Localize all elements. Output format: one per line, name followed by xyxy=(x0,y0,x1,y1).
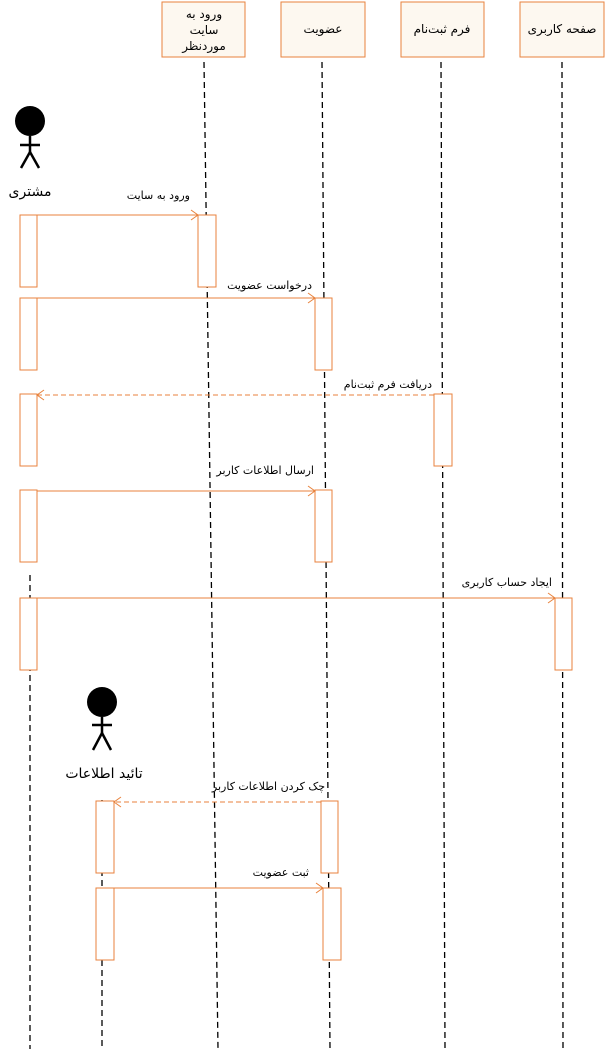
activation-customer-2 xyxy=(19,297,38,371)
activation-p1-1 xyxy=(197,214,217,288)
message-4-label: ارسال اطلاعات کاربر xyxy=(215,464,314,477)
message-1: ورود به سایت xyxy=(37,189,199,221)
message-2-label: درخواست عضویت xyxy=(227,279,312,292)
activation-p2-3 xyxy=(320,800,339,874)
activation-customer-4 xyxy=(19,489,38,563)
activation-p4-1 xyxy=(554,597,573,671)
message-7: ثبت عضویت xyxy=(114,866,324,894)
activation-p2-2 xyxy=(314,489,333,563)
activation-verify-2 xyxy=(95,887,115,961)
lifeline-p3 xyxy=(440,61,446,1049)
participant-p4-label: صفحه کاربری xyxy=(528,22,597,37)
actor-customer-label: مشتری xyxy=(9,184,52,200)
message-3: دریافت فرم ثبت‌نام xyxy=(36,378,434,401)
activation-customer-1 xyxy=(19,214,38,288)
message-6-label: چک کردن اطلاعات کاربر xyxy=(211,780,325,793)
activation-p3-1 xyxy=(433,393,453,467)
participant-p2-label: عضویت xyxy=(304,22,343,37)
activation-customer-5 xyxy=(19,597,38,671)
actor-verify-head xyxy=(87,687,117,717)
actor-verify-label: تائید اطلاعات xyxy=(65,766,142,782)
activation-p2-4 xyxy=(322,887,342,961)
participant-p3-label: فرم ثبت‌نام xyxy=(414,22,471,37)
message-5: ایجاد حساب کاربری xyxy=(37,576,556,604)
message-1-label: ورود به سایت xyxy=(127,189,190,202)
participant-p1-line3: موردنظر xyxy=(181,39,226,54)
lifeline-p4 xyxy=(561,61,564,1049)
participant-p1-line1: ورود به xyxy=(186,7,222,22)
message-5-label: ایجاد حساب کاربری xyxy=(462,576,552,589)
participant-p2: عضویت xyxy=(280,1,366,58)
actor-customer: مشتری xyxy=(9,106,52,200)
activation-customer-3 xyxy=(19,393,38,467)
participant-p1-line2: سایت xyxy=(190,23,219,37)
message-7-label: ثبت عضویت xyxy=(253,866,309,879)
actor-verify: تائید اطلاعات xyxy=(65,687,143,782)
actor-customer-head xyxy=(15,106,45,136)
message-2: درخواست عضویت xyxy=(37,279,316,304)
message-4: ارسال اطلاعات کاربر xyxy=(37,464,316,497)
message-3-label: دریافت فرم ثبت‌نام xyxy=(344,378,432,391)
activation-verify-1 xyxy=(95,800,115,874)
lifeline-p1 xyxy=(203,61,219,1049)
participant-p4: صفحه کاربری xyxy=(519,1,605,58)
participant-p3: فرم ثبت‌نام xyxy=(400,1,485,58)
message-6: چک کردن اطلاعات کاربر xyxy=(113,780,325,808)
activation-p2-1 xyxy=(314,297,333,371)
participant-p1: ورود به سایت موردنظر xyxy=(161,1,246,58)
